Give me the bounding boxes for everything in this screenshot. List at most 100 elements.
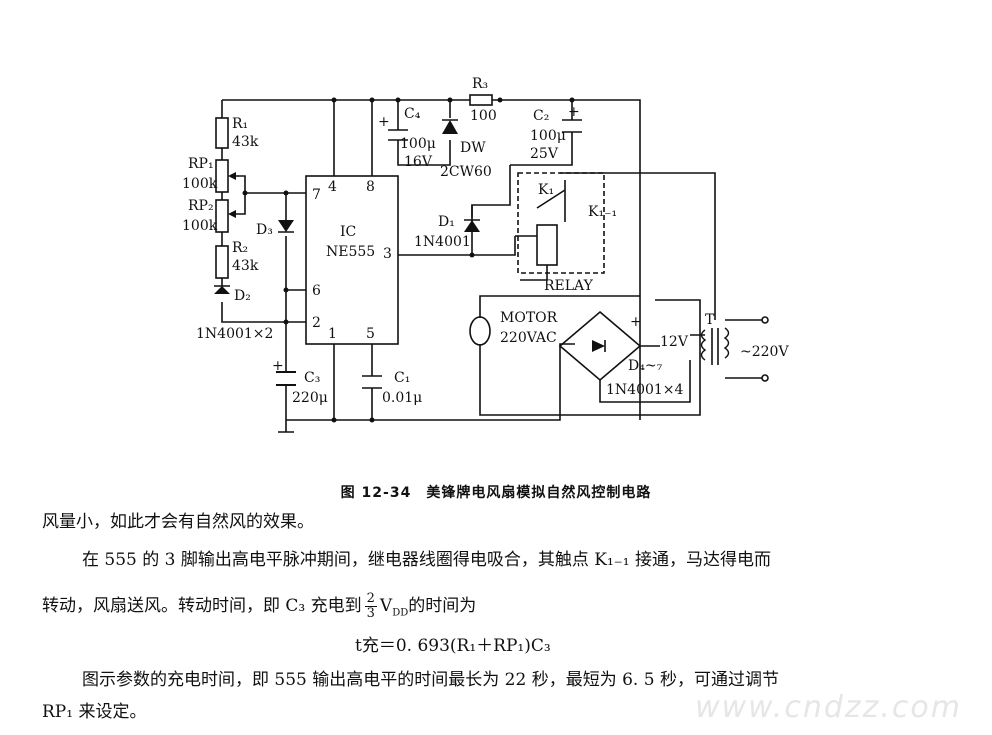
c3-plus: + bbox=[272, 358, 284, 374]
pin-7: 7 bbox=[312, 187, 321, 203]
c3-wire bbox=[278, 322, 294, 433]
rp2-value: 100k bbox=[182, 218, 218, 234]
c3-label: C₃ bbox=[304, 370, 320, 386]
left-chain-wire bbox=[221, 100, 286, 323]
c1-plates bbox=[362, 375, 382, 389]
d3-symbol bbox=[278, 220, 294, 232]
relay-to-transformer bbox=[560, 172, 716, 320]
k1-contact bbox=[536, 180, 566, 222]
c2-wire bbox=[510, 100, 582, 166]
rp1-body bbox=[215, 159, 229, 193]
ic-part: NE555 bbox=[326, 244, 375, 260]
motor-wire bbox=[479, 295, 701, 416]
pin48-wire bbox=[333, 100, 373, 176]
c2-value1: 100μ bbox=[530, 128, 566, 144]
relay-coil-wire bbox=[515, 235, 548, 281]
junction-dot-12 bbox=[369, 417, 375, 423]
rp2-body bbox=[215, 199, 229, 233]
junction-dot-3 bbox=[395, 97, 401, 103]
r2-label: R₂ bbox=[232, 240, 248, 256]
c4-value2: 16V bbox=[404, 154, 433, 170]
junction-dot-1 bbox=[331, 97, 337, 103]
c1-label: C₁ bbox=[394, 370, 410, 386]
ic-body bbox=[305, 175, 399, 345]
c2-plus: + bbox=[568, 104, 580, 120]
r3-label: R₃ bbox=[472, 76, 488, 92]
c1-value: 0.01μ bbox=[382, 390, 422, 406]
rp1-label: RP₁ bbox=[188, 156, 214, 172]
rp-wiper-wire bbox=[232, 175, 306, 215]
junction-dot-5 bbox=[497, 97, 503, 103]
junction-dot-10 bbox=[283, 319, 289, 325]
ground-rail bbox=[286, 343, 575, 421]
c4-wire bbox=[388, 100, 451, 166]
pin-4: 4 bbox=[328, 179, 337, 195]
watermark: www.cndzz.com bbox=[695, 690, 962, 725]
r3-body bbox=[469, 94, 493, 106]
d1-value: 1N4001 bbox=[414, 234, 471, 250]
relay-coil bbox=[536, 224, 558, 266]
d2-symbol bbox=[214, 286, 230, 294]
r1-body bbox=[215, 117, 229, 149]
transformer-secondary bbox=[700, 329, 707, 361]
ac-terminal-bottom bbox=[761, 374, 769, 382]
motor-body bbox=[469, 316, 491, 346]
bridge-wire bbox=[599, 345, 691, 403]
pin-8: 8 bbox=[366, 179, 375, 195]
figure-caption: 图 12-34 美锋牌电风扇模拟自然风控制电路 bbox=[340, 485, 652, 501]
text-line-3c: 的时间为 bbox=[408, 596, 477, 616]
transformer-wire bbox=[690, 319, 762, 379]
fraction-denominator: 3 bbox=[366, 606, 375, 621]
v12-label: 12V bbox=[660, 334, 689, 350]
r2-body bbox=[215, 245, 229, 279]
pin-6: 6 bbox=[312, 283, 321, 299]
junction-dot-11 bbox=[331, 417, 337, 423]
bridge-diode-symbol bbox=[592, 340, 605, 352]
motor-value: 220VAC bbox=[500, 330, 557, 346]
rp2-label: RP₂ bbox=[188, 198, 214, 214]
junction-dot-6 bbox=[569, 97, 575, 103]
fraction-numerator: 2 bbox=[364, 591, 377, 607]
junction-dot-13 bbox=[469, 252, 475, 258]
c2-label: C₂ bbox=[533, 108, 549, 124]
text-line-5: 图示参数的充电时间，即 555 输出高电平的时间最长为 22 秒，最短为 6. … bbox=[82, 670, 779, 690]
relay-box bbox=[517, 172, 605, 274]
d2-label: D₂ bbox=[234, 288, 251, 304]
pin-1: 1 bbox=[328, 326, 337, 342]
pin-3: 3 bbox=[383, 246, 392, 262]
c4-value1: 100μ bbox=[400, 136, 436, 152]
junction-dot-2 bbox=[369, 97, 375, 103]
t-label: T bbox=[705, 312, 715, 328]
dw-value: 2CW60 bbox=[440, 164, 492, 180]
v220-label: ~220V bbox=[740, 344, 789, 360]
d1-label: D₁ bbox=[438, 214, 455, 230]
text-line-2: 在 555 的 3 脚输出高电平脉冲期间，继电器线圈得电吸合，其触点 K₁₋₁ … bbox=[82, 550, 771, 570]
k1-1-label: K₁₋₁ bbox=[588, 204, 617, 220]
text-line-3-sub: DD bbox=[392, 607, 409, 619]
c3-value: 220μ bbox=[292, 390, 328, 406]
d3-wire bbox=[285, 193, 306, 323]
diodes-label: 1N4001×2 bbox=[196, 326, 273, 342]
d3-label: D₃ bbox=[256, 222, 273, 238]
c4-plus: + bbox=[378, 114, 390, 130]
c4-label: C₄ bbox=[404, 106, 421, 122]
ac-terminal-top bbox=[761, 316, 769, 324]
r1-label: R₁ bbox=[232, 116, 248, 132]
junction-dot-8 bbox=[283, 190, 289, 196]
transformer-primary-coil bbox=[723, 327, 730, 359]
dw-label: DW bbox=[460, 140, 486, 156]
relay-label: RELAY bbox=[544, 278, 594, 294]
k1-label: K₁ bbox=[538, 182, 554, 198]
pin-2: 2 bbox=[312, 315, 321, 331]
text-line-1: 风量小，如此才会有自然风的效果。 bbox=[42, 512, 314, 532]
text-line-3b: V bbox=[379, 596, 393, 616]
r3-value: 100 bbox=[470, 108, 497, 124]
top-rail-wire bbox=[222, 99, 641, 420]
rp2-wiper-arrow bbox=[228, 210, 236, 218]
bridge-value: 1N4001×4 bbox=[606, 382, 684, 398]
d47-label: D₄~₇ bbox=[628, 358, 663, 374]
text-line-3a: 转动，风扇送风。转动时间，即 C₃ 充电到 bbox=[42, 596, 362, 616]
c3-plates bbox=[276, 371, 296, 386]
